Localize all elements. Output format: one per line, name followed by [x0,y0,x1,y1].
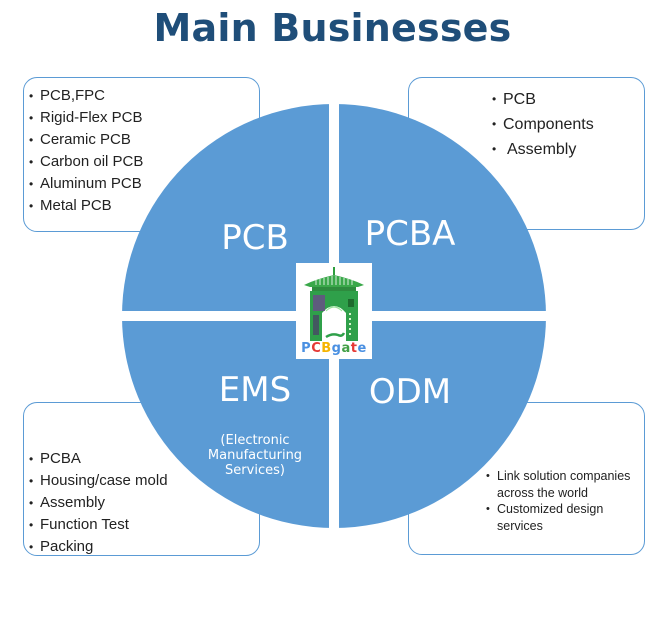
pcba-products-list: PCBComponentsAssembly [487,87,644,162]
list-item: Aluminum PCB [24,173,259,195]
list-item: PCBA [24,448,259,470]
ems-services-list: PCBAHousing/case moldAssemblyFunction Te… [24,448,259,558]
ems-subtitle-line: (Electronic [220,433,290,448]
ems-subtitle-line: Services) [225,463,285,478]
wordmark-letter: B [321,341,332,356]
list-item: Function Test [24,514,259,536]
list-item: PCB,FPC [24,85,259,107]
gate-icon [304,267,364,341]
wordmark-letter: C [311,341,322,356]
list-item: Packing [24,536,259,558]
list-item: Housing/case mold [24,470,259,492]
quadrant-odm [339,321,546,528]
list-item: Rigid-Flex PCB [24,107,259,129]
list-item: Assembly [24,492,259,514]
list-item: Customized design services [483,501,634,534]
list-item: Assembly [487,137,644,162]
wordmark-letter: P [301,341,312,356]
quadrant-label-pcb: PCB [221,218,289,258]
wordmark-letter: a [341,341,351,356]
quadrant-pcba [339,104,546,311]
pcbgate-wordmark: PCBgate [296,341,372,356]
wordmark-letter: t [350,341,358,356]
ems-subtitle-line: Manufacturing [207,448,303,463]
wordmark-letter: e [357,341,367,356]
ems-subtitle: (Electronic Manufacturing Services) [195,433,315,478]
list-item: Carbon oil PCB [24,151,259,173]
list-item: Link solution companies across the world [483,468,634,501]
pcb-products-list: PCB,FPCRigid-Flex PCBCeramic PCBCarbon o… [24,85,259,217]
quadrant-label-pcba: PCBA [364,214,456,254]
wordmark-letter: g [331,341,342,356]
list-item: Metal PCB [24,195,259,217]
page-title: Main Businesses [153,6,512,50]
odm-services-list: Link solution companies across the world… [483,468,634,534]
quadrant-label-ems: EMS [218,370,292,410]
pcbgate-logo: PCBgate [296,263,372,359]
list-item: Components [487,112,644,137]
list-item: PCB [487,87,644,112]
list-item: Ceramic PCB [24,129,259,151]
quadrant-label-odm: ODM [368,372,452,412]
